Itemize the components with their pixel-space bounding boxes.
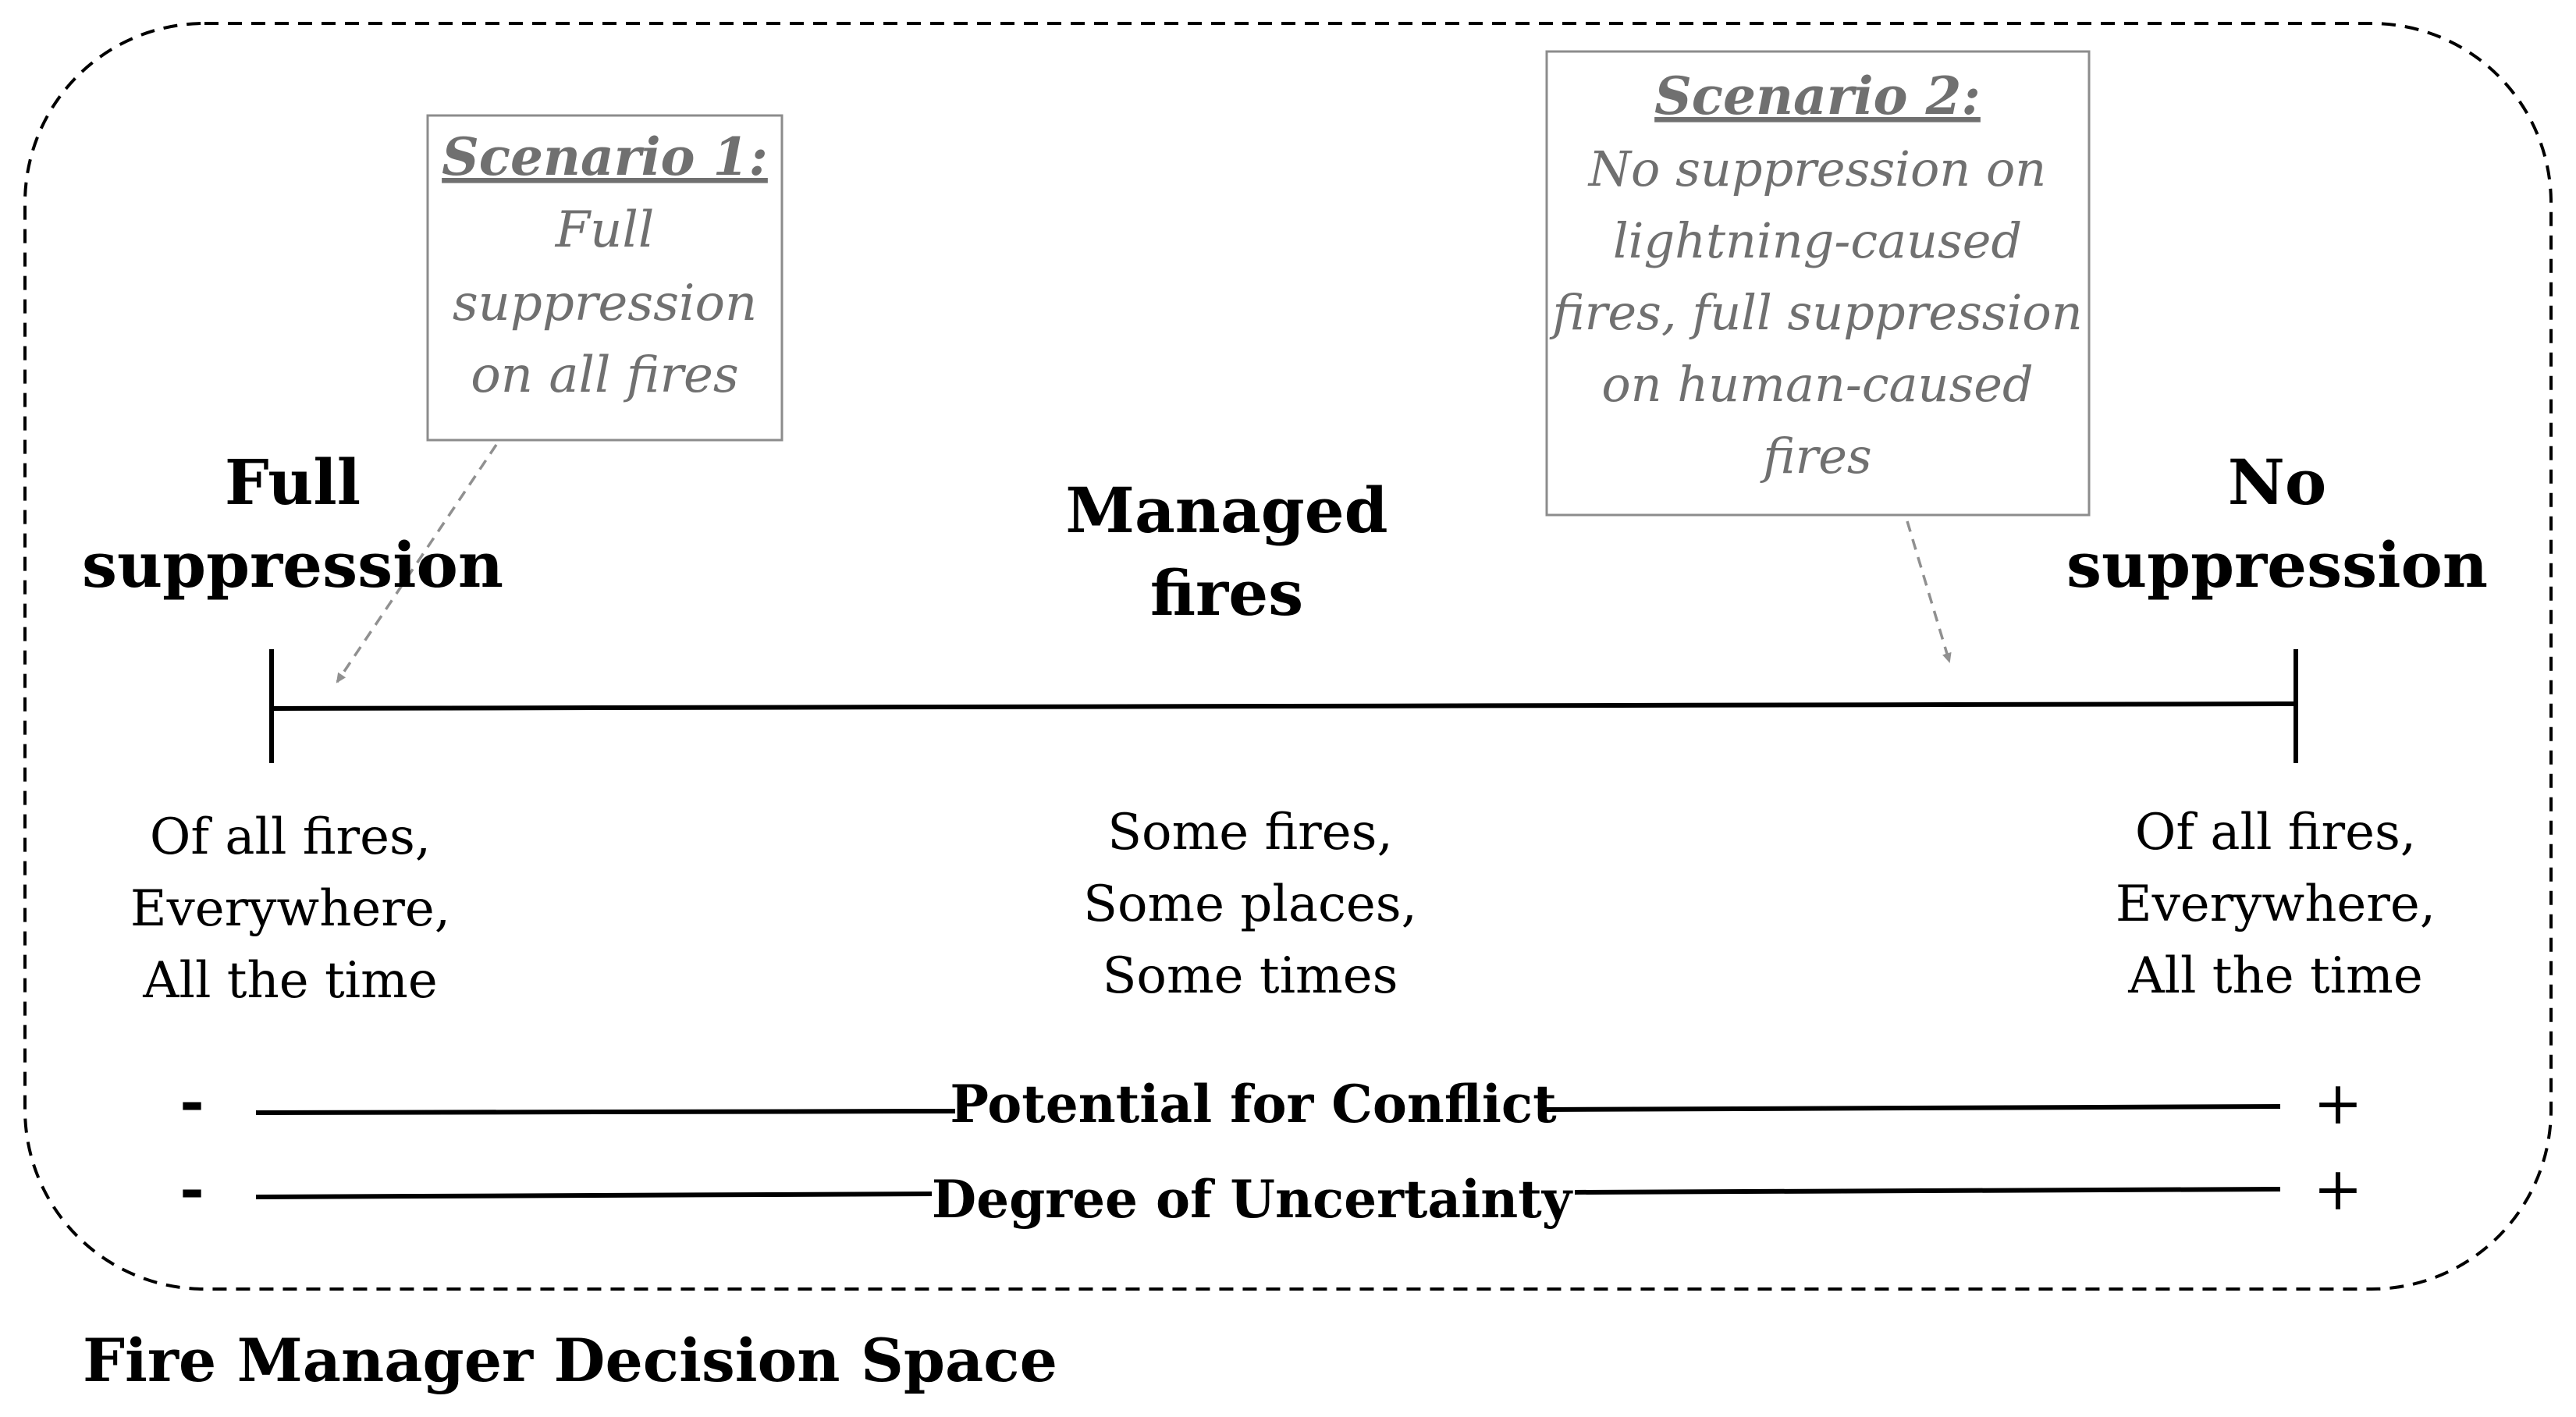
suppression-axis-line (271, 701, 2297, 711)
scenario-2-line-1: No suppression on (1587, 140, 2046, 197)
right-desc-line-3: All the time (2127, 947, 2422, 1005)
middle-label-line-2: fires (1150, 556, 1303, 630)
uncertainty-high-sign: + (2313, 1154, 2363, 1223)
middle-desc-line-3: Some times (1103, 947, 1398, 1005)
right-pole-label-line-1: No (2228, 446, 2326, 519)
left-desc-line-3: All the time (142, 952, 437, 1010)
scenario-2-box: Scenario 2: No suppression on lightning-… (1545, 50, 2091, 517)
scenario-1-line-2: suppression (453, 275, 757, 332)
uncertainty-line-right (1574, 1187, 2281, 1195)
uncertainty-line-left (255, 1191, 933, 1199)
right-desc-line-2: Everywhere, (2116, 875, 2436, 933)
middle-desc-line-2: Some places, (1083, 875, 1417, 933)
left-pole-label-line-2: suppression (82, 528, 503, 602)
scenario-2-line-4: on human-caused (1601, 356, 2033, 413)
left-pole-label-line-1: Full (225, 446, 361, 519)
scenario-2-line-5: fires (1760, 428, 1872, 485)
left-desc-line-2: Everywhere, (130, 880, 450, 938)
right-pole-label-line-2: suppression (2066, 528, 2488, 602)
diagram-title: Fire Manager Decision Space (83, 1326, 1057, 1395)
middle-desc-line-1: Some fires, (1107, 804, 1393, 861)
conflict-line-right (1546, 1104, 2281, 1112)
decision-space-boundary (23, 22, 2553, 1291)
conflict-high-sign: + (2313, 1068, 2363, 1138)
conflict-label: Potential for Conflict (950, 1074, 1557, 1135)
conflict-line-left (255, 1109, 956, 1115)
middle-label-line-1: Managed (1065, 474, 1387, 547)
scenario-2-line-2: lightning-caused (1613, 212, 2022, 269)
uncertainty-low-sign: - (179, 1154, 204, 1223)
uncertainty-gradient: - Degree of Uncertainty + (179, 1154, 2363, 1230)
scenario-2-line-3: fires, full suppression (1549, 284, 2082, 341)
scenario-1-box: Scenario 1: Full suppression on all fire… (426, 114, 783, 442)
scenario-1-heading: Scenario 1: (442, 126, 768, 187)
scenario-1-line-1: Full (555, 201, 655, 259)
conflict-gradient: - Potential for Conflict + (179, 1067, 2363, 1138)
right-desc-line-1: Of all fires, (2135, 804, 2416, 861)
scenario-1-line-3: on all fires (471, 346, 739, 404)
left-desc-line-1: Of all fires, (150, 808, 431, 866)
uncertainty-label: Degree of Uncertainty (932, 1169, 1573, 1230)
scenario-2-heading: Scenario 2: (1654, 66, 1981, 126)
conflict-low-sign: - (179, 1067, 204, 1136)
scenario-2-arrow (1906, 520, 1952, 663)
scenario-1-arrow (336, 444, 498, 684)
